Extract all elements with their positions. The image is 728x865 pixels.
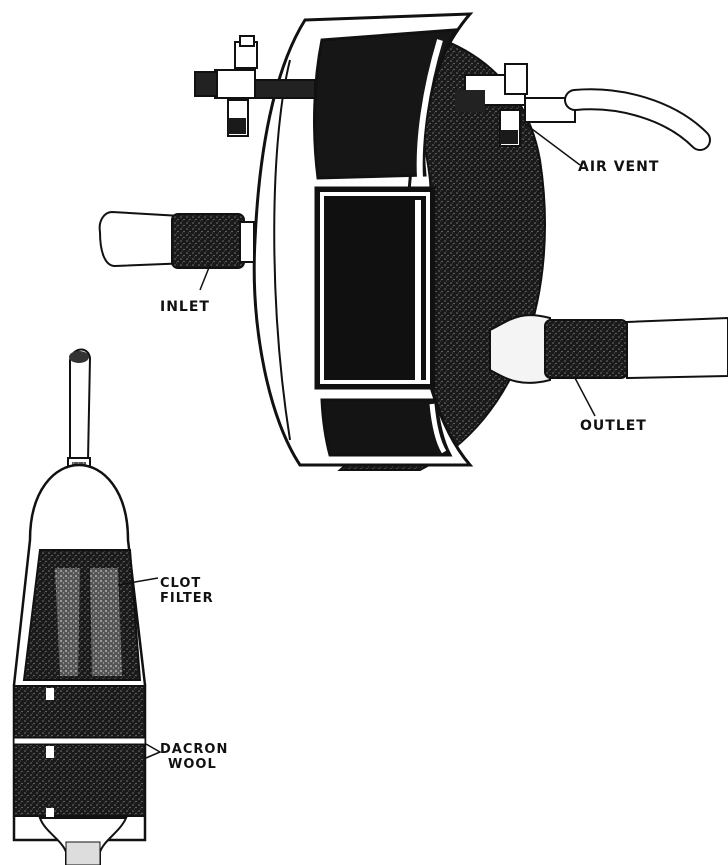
label-dacron-wool-line1: DACRON xyxy=(160,742,229,757)
arterial-filter-device xyxy=(12,348,162,865)
outlet-leader xyxy=(574,377,596,417)
dacron-wool-leader xyxy=(145,743,162,759)
outlet-tube xyxy=(489,314,728,384)
label-clot-filter-line2: FILTER xyxy=(160,591,214,606)
dacron-wool-band-lower xyxy=(13,743,146,817)
filter-housing-device xyxy=(98,12,728,471)
label-dacron-wool: DACRON WOOL xyxy=(160,742,228,772)
clot-filter-element xyxy=(22,549,142,681)
clot-filter-leader xyxy=(117,577,159,586)
air-vent-leader xyxy=(519,119,581,166)
label-dacron-wool-line2: WOOL xyxy=(168,757,217,772)
dacron-wool-band-upper xyxy=(13,685,146,739)
window-panel-bottom xyxy=(320,398,453,457)
label-inlet: INLET xyxy=(160,299,210,315)
inlet-connector xyxy=(171,213,245,269)
inlet-tube xyxy=(98,210,255,269)
inlet-leader xyxy=(199,264,211,291)
window-panel-middle xyxy=(314,186,436,390)
label-outlet: OUTLET xyxy=(580,418,647,434)
air-vent-assembly xyxy=(455,63,711,151)
label-clot-filter-line1: CLOT xyxy=(160,576,202,591)
label-clot-filter: CLOT FILTER xyxy=(160,576,214,606)
label-air-vent: AIR VENT xyxy=(578,159,660,175)
filter-nozzle-top xyxy=(69,348,92,461)
valve-left xyxy=(194,35,316,137)
outlet-connector xyxy=(544,319,628,379)
